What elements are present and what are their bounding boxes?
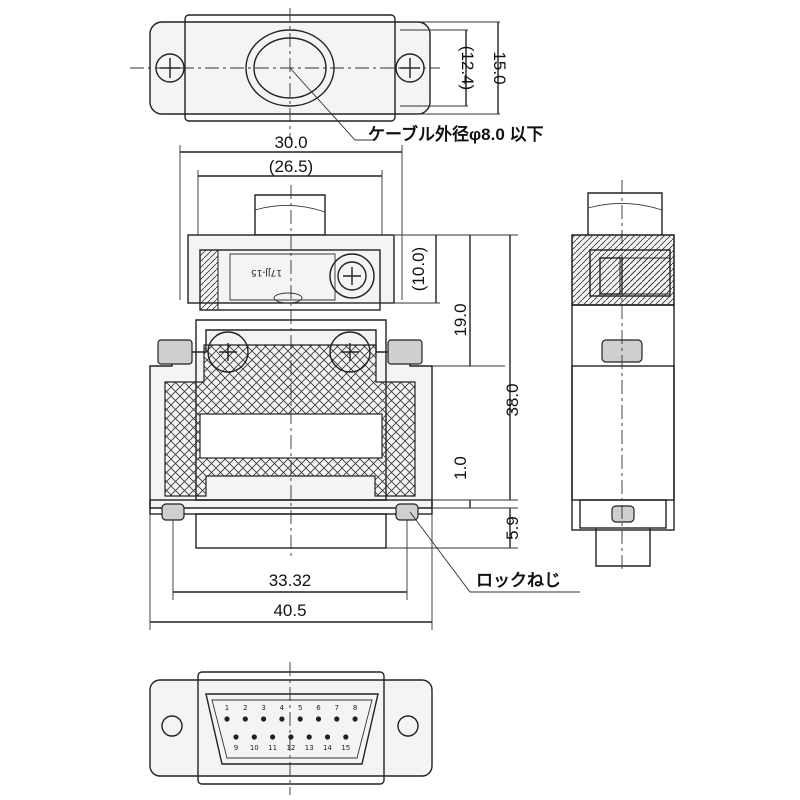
- pin: [324, 734, 331, 740]
- pin: [352, 716, 358, 722]
- pin: [288, 734, 294, 740]
- pin-number: 11: [268, 744, 277, 752]
- pin-number: 13: [305, 744, 314, 752]
- pin-number: 14: [323, 744, 332, 752]
- pin-number: 2: [243, 704, 247, 712]
- dim-flange-gap: 1.0: [451, 456, 470, 480]
- lock-screw-left-icon: [161, 503, 185, 521]
- mount-screw-right-icon: [329, 331, 371, 373]
- pin: [343, 734, 349, 740]
- dim-top-height: 15.0: [490, 51, 509, 84]
- dim-top-inner-height: (12.4): [458, 46, 477, 90]
- pin: [315, 716, 322, 722]
- pin-number: 8: [353, 704, 357, 712]
- top-view: (12.4) 15.0 ケーブル外径φ8.0 以下: [130, 8, 544, 144]
- pin: [306, 734, 312, 740]
- front-view: 30.0 (26.5) 17JJ-15: [149, 133, 580, 630]
- dim-overall-width-top: 30.0: [274, 133, 307, 152]
- cable-od-note: ケーブル外径φ8.0 以下: [368, 124, 544, 144]
- pin-row-bottom: 9 10 11 12 13 14 15: [233, 734, 350, 752]
- pin-row-top: 1 2 3 4 5 6 7 8: [224, 704, 358, 722]
- pin: [261, 716, 267, 722]
- pin-number: 15: [341, 744, 350, 752]
- pin-number: 10: [250, 744, 259, 752]
- side-view: [571, 180, 675, 570]
- dim-lower-height: 5.9: [503, 516, 522, 540]
- pin-number: 3: [261, 704, 265, 712]
- pin: [270, 734, 276, 740]
- pin: [279, 716, 285, 722]
- clamp-screw-icon: [329, 253, 375, 299]
- pin: [297, 716, 303, 722]
- flange-hole-left-icon: [161, 715, 183, 737]
- pin: [224, 716, 230, 722]
- part-marking: 17JJ-15: [251, 267, 282, 277]
- pin-number: 5: [298, 704, 302, 712]
- pin-number: 7: [335, 704, 339, 712]
- lock-screw-note: ロックねじ: [476, 571, 561, 590]
- dim-inner-width-top: (26.5): [269, 157, 313, 176]
- dim-screw-pitch: 33.32: [269, 571, 312, 590]
- pin: [242, 716, 248, 722]
- pin-number: 12: [286, 744, 295, 752]
- dim-clamp-height: (10.0): [409, 247, 428, 291]
- mount-screw-left-icon: [207, 331, 249, 373]
- pin-number: 4: [280, 704, 285, 712]
- pin-number: 9: [234, 744, 238, 752]
- flange-hole-right-icon: [397, 715, 419, 737]
- pin-number: 1: [225, 704, 229, 712]
- pin: [334, 716, 340, 722]
- pin-number: 6: [316, 704, 321, 712]
- pin: [233, 734, 239, 740]
- dim-overall-height: 38.0: [503, 383, 522, 416]
- dim-overall-width: 40.5: [273, 601, 306, 620]
- dim-upper-height: 19.0: [451, 303, 470, 336]
- pin: [251, 734, 257, 740]
